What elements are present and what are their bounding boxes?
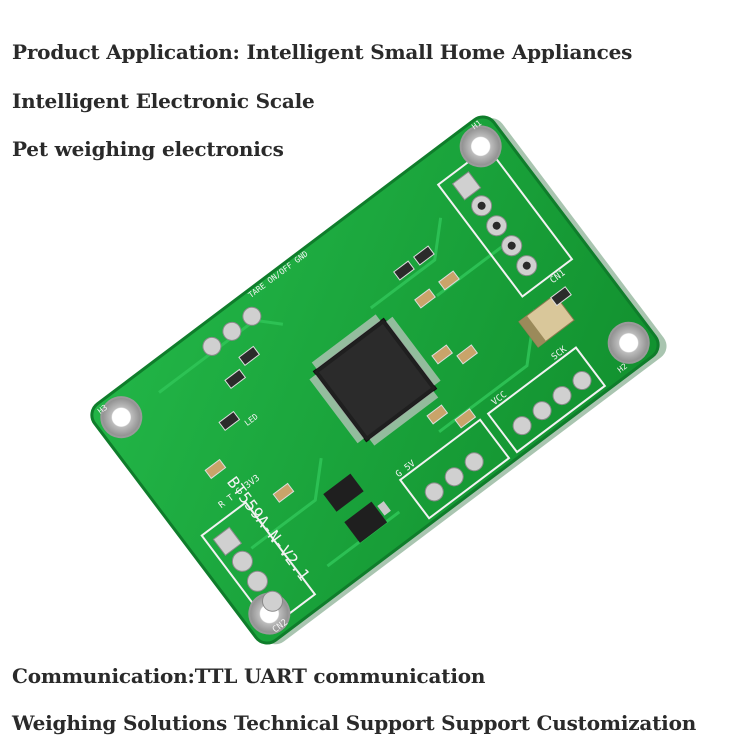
silkscreen-outlines [200,145,607,629]
caption-communication: Communication:TTL UART communication [12,664,486,688]
caption-pet-weighing: Pet weighing electronics [12,137,284,161]
caption-support: Weighing Solutions Technical Support Sup… [12,711,697,735]
bottom-pads [424,371,592,502]
smd-components [204,245,572,503]
caption-product-application: Product Application: Intelligent Small H… [12,40,633,64]
pcb-board: BT559A-N-V2.1 TARE ON/OFF GND CN1 CN2 R … [90,115,667,645]
cn2-header-pads [212,526,284,612]
tare-pads [202,306,262,356]
caption-electronic-scale: Intelligent Electronic Scale [12,89,315,113]
cn1-header-pads [451,171,538,277]
main-ic-chip [309,314,441,446]
voltage-regulators [323,473,391,543]
